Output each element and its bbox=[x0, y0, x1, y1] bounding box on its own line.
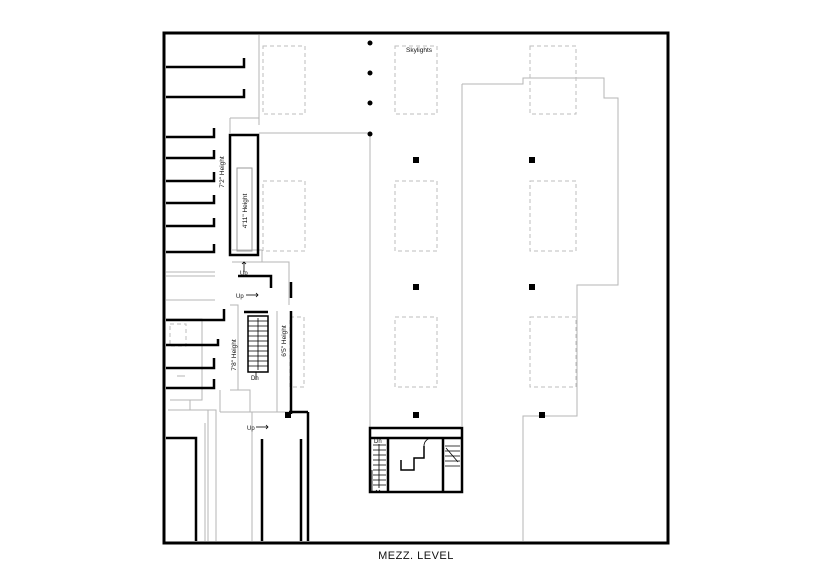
short-walls bbox=[238, 274, 293, 414]
skylights bbox=[169, 45, 577, 388]
thin-walls bbox=[166, 35, 619, 541]
label-up-1: Up bbox=[240, 271, 248, 277]
label-dn-1: Dn bbox=[251, 376, 259, 382]
label-up-3: Up bbox=[247, 426, 255, 432]
stall-walls bbox=[166, 58, 310, 541]
arrows bbox=[241, 261, 269, 430]
label-height-right: 6'5" Height bbox=[281, 325, 288, 357]
label-height-shaft: 4'11" Height bbox=[242, 194, 249, 229]
columns bbox=[285, 40, 545, 418]
label-height-top: 7'2" Height bbox=[219, 156, 226, 188]
plan-title: MEZZ. LEVEL bbox=[378, 550, 454, 562]
shaft-wall bbox=[228, 133, 260, 257]
label-skylights: Skylights bbox=[406, 47, 433, 54]
label-dn-2: Dn bbox=[374, 439, 382, 445]
outer-wall bbox=[162, 31, 670, 545]
core-room bbox=[368, 426, 464, 494]
label-height-mid: 7'8" Height bbox=[231, 339, 238, 371]
stair-7-8 bbox=[247, 315, 269, 373]
label-up-2: Up bbox=[236, 294, 244, 300]
shaft-inner bbox=[236, 167, 253, 252]
